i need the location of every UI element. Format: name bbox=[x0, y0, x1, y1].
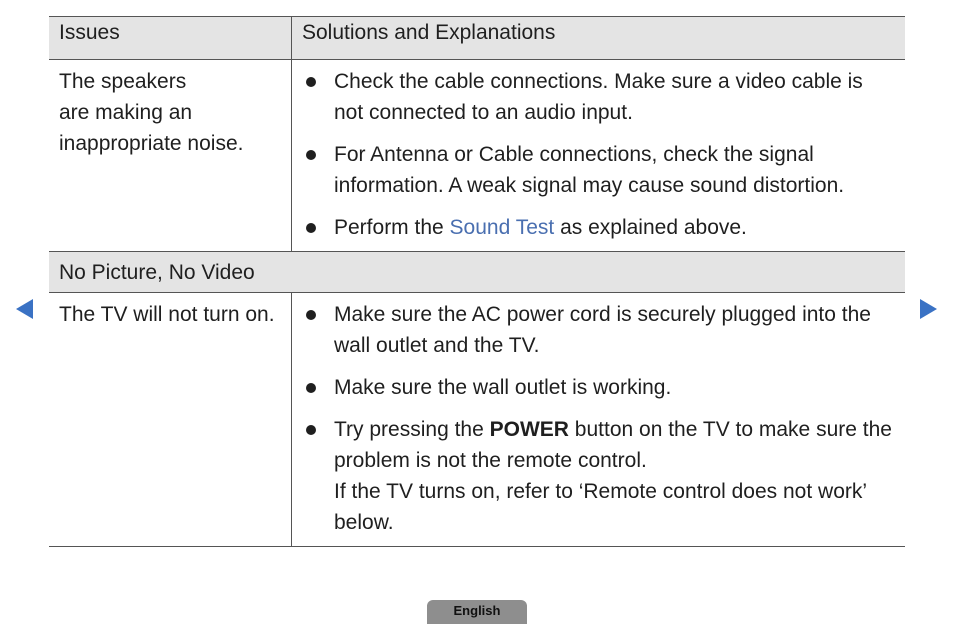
solution-text: Make sure the wall outlet is working. bbox=[334, 376, 672, 399]
solution-text-pre: Try pressing the bbox=[334, 418, 490, 441]
table-row: The speakers are making an inappropriate… bbox=[49, 59, 905, 252]
bullet-icon bbox=[306, 77, 316, 87]
bullet-icon bbox=[306, 425, 316, 435]
issue-line: inappropriate noise. bbox=[59, 132, 244, 155]
troubleshooting-table: Issues Solutions and Explanations The sp… bbox=[49, 16, 905, 547]
power-button-label: POWER bbox=[489, 418, 569, 441]
sound-test-link[interactable]: Sound Test bbox=[449, 216, 555, 239]
issues-column-header: Issues bbox=[49, 16, 292, 60]
solution-text: Check the cable connections. Make sure a… bbox=[334, 70, 863, 124]
list-item: Make sure the AC power cord is securely … bbox=[302, 299, 895, 361]
list-item: Make sure the wall outlet is working. bbox=[302, 372, 895, 403]
solution-cell: Make sure the AC power cord is securely … bbox=[291, 292, 905, 547]
issue-cell: The speakers are making an inappropriate… bbox=[49, 59, 292, 252]
table-row: The TV will not turn on. Make sure the A… bbox=[49, 292, 905, 547]
issue-line: The speakers bbox=[59, 70, 187, 93]
solution-text-post: as explained above. bbox=[554, 216, 747, 239]
issue-line: are making an bbox=[59, 101, 193, 124]
solution-text: For Antenna or Cable connections, check … bbox=[334, 143, 845, 197]
section-row: No Picture, No Video bbox=[49, 251, 905, 293]
solution-text: Make sure the AC power cord is securely … bbox=[334, 303, 871, 357]
language-tab[interactable]: English bbox=[427, 600, 527, 624]
list-item: Perform the Sound Test as explained abov… bbox=[302, 212, 895, 243]
list-item: Check the cable connections. Make sure a… bbox=[302, 66, 895, 128]
list-item: For Antenna or Cable connections, check … bbox=[302, 139, 895, 201]
issue-cell: The TV will not turn on. bbox=[49, 292, 292, 547]
solution-text-post: button on the TV to make sure the proble… bbox=[334, 418, 892, 472]
solution-list: Make sure the AC power cord is securely … bbox=[302, 299, 895, 538]
triangle-left-icon[interactable] bbox=[16, 299, 33, 319]
solution-cell: Check the cable connections. Make sure a… bbox=[291, 59, 905, 252]
list-item: Try pressing the POWER button on the TV … bbox=[302, 414, 895, 538]
solution-extra-text: If the TV turns on, refer to ‘Remote con… bbox=[334, 480, 867, 534]
bullet-icon bbox=[306, 223, 316, 233]
table-header-row: Issues Solutions and Explanations bbox=[49, 16, 905, 60]
bullet-icon bbox=[306, 383, 316, 393]
triangle-right-icon[interactable] bbox=[920, 299, 937, 319]
solution-text-pre: Perform the bbox=[334, 216, 450, 239]
section-title: No Picture, No Video bbox=[49, 251, 905, 293]
bullet-icon bbox=[306, 310, 316, 320]
solutions-column-header: Solutions and Explanations bbox=[291, 16, 905, 60]
solution-list: Check the cable connections. Make sure a… bbox=[302, 66, 895, 243]
bullet-icon bbox=[306, 150, 316, 160]
